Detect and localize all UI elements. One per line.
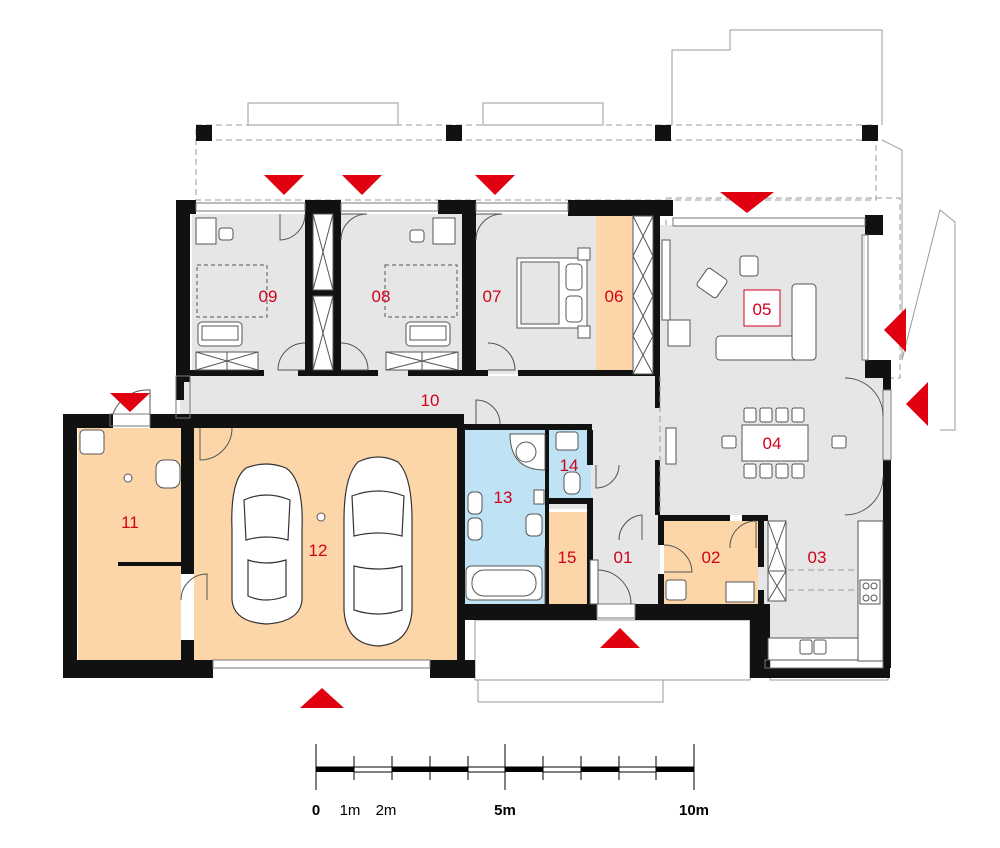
sink-icon — [665, 579, 687, 601]
room-labels: 09 08 07 06 05 10 04 11 12 13 14 15 01 0… — [121, 287, 826, 567]
car-icon — [231, 463, 303, 625]
bed-icon — [516, 247, 591, 339]
floor-15 — [549, 512, 587, 604]
sofa-icon — [405, 321, 451, 347]
entrance-marker-icon — [475, 175, 515, 195]
room-label-09: 09 — [259, 287, 278, 306]
scale-label-0: 0 — [312, 802, 320, 819]
furniture — [79, 213, 884, 662]
floors — [78, 214, 890, 660]
car-icon — [343, 456, 413, 647]
entrance-marker-icon — [906, 382, 928, 426]
entrance-markers — [110, 175, 928, 708]
room-label-14: 14 — [560, 456, 579, 475]
entrance-marker-icon — [600, 628, 640, 648]
toilet-icon — [563, 471, 581, 495]
desk-icon — [195, 217, 234, 245]
room-label-05: 05 — [753, 300, 772, 319]
room-label-04: 04 — [763, 434, 782, 453]
room-label-15: 15 — [558, 548, 577, 567]
scale-label-1m: 1m — [340, 802, 361, 819]
scale-bar: 0 1m 2m 5m 10m — [312, 744, 709, 819]
room-label-06: 06 — [605, 287, 624, 306]
door-swings — [112, 213, 884, 605]
sink-icon — [555, 431, 579, 451]
desk-icon — [409, 217, 456, 245]
room-label-02: 02 — [702, 548, 721, 567]
room-label-13: 13 — [494, 488, 513, 507]
scale-label-2m: 2m — [376, 802, 397, 819]
sofa-icon — [197, 321, 243, 347]
entrance-marker-icon — [342, 175, 382, 195]
bathtub-icon — [465, 565, 543, 601]
room-label-12: 12 — [309, 541, 328, 560]
scale-label-5m: 5m — [494, 802, 516, 819]
room-label-08: 08 — [372, 287, 391, 306]
entrance-marker-icon — [300, 688, 344, 708]
room-label-10: 10 — [421, 391, 440, 410]
table-icon — [721, 407, 847, 479]
entrance-marker-icon — [110, 393, 150, 412]
sofa-icon — [715, 283, 817, 361]
sink-icon — [799, 639, 827, 655]
entrance-marker-icon — [264, 175, 304, 195]
sink-icon — [79, 429, 105, 455]
floor-06 — [596, 216, 633, 374]
room-label-11: 11 — [121, 513, 139, 532]
room-label-03: 03 — [808, 548, 827, 567]
room-label-07: 07 — [483, 287, 502, 306]
entrance-marker-icon — [720, 192, 774, 213]
entrance-marker-icon — [884, 308, 906, 352]
toilet-icon — [467, 489, 545, 541]
floor-01 — [590, 424, 660, 604]
scale-label-10m: 10m — [679, 802, 709, 819]
room-label-01: 01 — [614, 548, 633, 567]
walls — [63, 125, 891, 678]
